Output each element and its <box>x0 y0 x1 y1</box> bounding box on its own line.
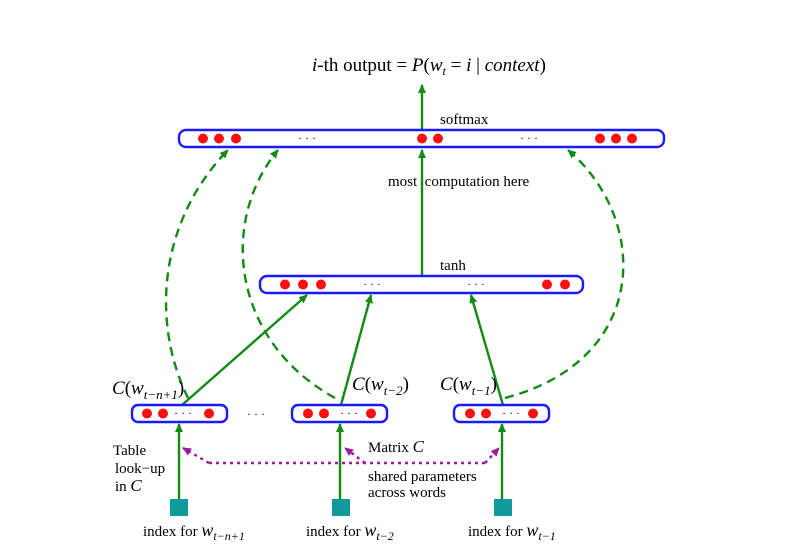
softmax-label: softmax <box>440 112 489 128</box>
hidden-neuron <box>560 279 570 290</box>
index-label-2: index for wt−2 <box>306 520 394 543</box>
hidden-neuron <box>542 279 552 290</box>
computation-note: most computation here <box>388 174 530 190</box>
output-neuron <box>433 133 443 144</box>
hidden-ellipsis-1: · · · <box>363 277 381 291</box>
between-inputs-ellipsis: · · · <box>247 407 265 421</box>
hidden-ellipsis-2: · · · <box>467 277 485 291</box>
input-feature-box-1: · · · <box>130 403 229 424</box>
output-neuron <box>198 133 208 144</box>
output-ellipsis-1: · · · <box>298 131 316 145</box>
output-neuron <box>214 133 224 144</box>
shared-parameters-note: shared parameters across words <box>368 469 477 501</box>
index-square-2 <box>332 499 350 516</box>
feature-ellipsis: · · · <box>340 406 358 420</box>
input-to-hidden-arrow-3 <box>469 294 505 406</box>
output-neuron <box>417 133 427 144</box>
feature-neuron <box>465 408 475 419</box>
svg-text:in C: in C <box>115 476 142 495</box>
tanh-label: tanh <box>440 258 466 274</box>
svg-text:look−up: look−up <box>115 461 165 477</box>
matrix-c-label: Matrix C <box>368 437 425 456</box>
shared-link-arrow-2 <box>344 447 366 464</box>
feature-ellipsis: · · · <box>174 406 192 420</box>
input-to-hidden-arrow-2 <box>339 294 373 406</box>
feature-neuron <box>303 408 313 419</box>
input-feature-label-3: C(wt−1) <box>440 374 497 398</box>
index-square-1 <box>170 499 188 516</box>
index-label-1: index for wt−n+1 <box>143 520 245 543</box>
feature-ellipsis: · · · <box>502 406 520 420</box>
direct-connection-2 <box>241 149 336 400</box>
feature-neuron <box>366 408 376 419</box>
input-feature-label-2: C(wt−2) <box>352 374 409 398</box>
input-feature-label-1: C(wt−n+1) <box>112 378 184 402</box>
svg-text:shared parameters: shared parameters <box>368 469 477 485</box>
hidden-neuron <box>298 279 308 290</box>
output-formula: i-th output = P(wt = i | context) <box>312 55 546 78</box>
feature-neuron <box>481 408 491 419</box>
direct-connection-1 <box>164 149 229 399</box>
output-neuron <box>231 133 241 144</box>
input-feature-box-2: · · · <box>290 403 389 424</box>
feature-neuron <box>142 408 152 419</box>
hidden-neuron <box>280 279 290 290</box>
hidden-neuron <box>316 279 326 290</box>
table-lookup-note: Table look−up in C <box>113 443 165 495</box>
output-neuron <box>627 133 637 144</box>
output-neuron <box>595 133 605 144</box>
feature-neuron <box>319 408 329 419</box>
feature-neuron <box>204 408 214 419</box>
feature-neuron <box>528 408 538 419</box>
output-layer: · · · · · · <box>177 128 666 149</box>
feature-neuron <box>158 408 168 419</box>
input-feature-box-3: · · · <box>452 403 551 424</box>
input-to-hidden-arrow-1 <box>181 294 308 406</box>
index-square-3 <box>494 499 512 516</box>
svg-text:across words: across words <box>368 485 446 501</box>
output-ellipsis-2: · · · <box>520 131 538 145</box>
shared-link-arrow-1 <box>182 446 210 465</box>
svg-text:Table: Table <box>113 443 146 459</box>
shared-link-arrow-3 <box>484 447 500 464</box>
hidden-layer: · · · · · · <box>258 274 585 295</box>
direct-connection-3 <box>504 149 625 400</box>
output-neuron <box>611 133 621 144</box>
index-label-3: index for wt−1 <box>468 520 556 543</box>
